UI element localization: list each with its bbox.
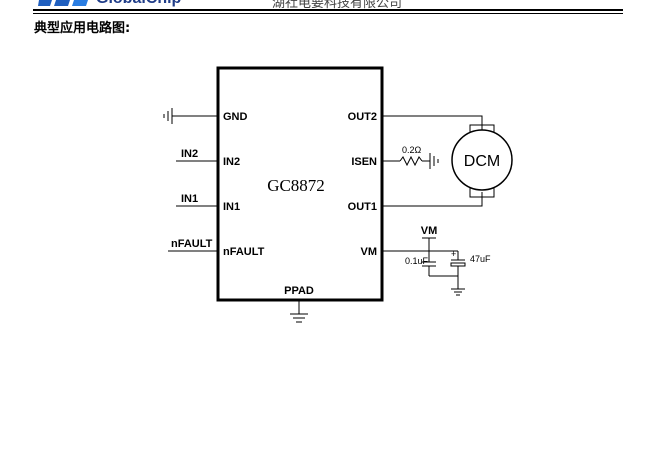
pin-label-nfault: nFAULT bbox=[223, 246, 265, 258]
pin-label-gnd: GND bbox=[223, 111, 248, 123]
bulk-cap-polarity-mark: + bbox=[451, 249, 456, 259]
signal-label-in1: IN1 bbox=[181, 193, 198, 205]
sense-resistor-symbol bbox=[399, 155, 423, 167]
pin-label-in1: IN1 bbox=[223, 201, 240, 213]
small-cap-value-label: 0.1uF bbox=[405, 256, 429, 266]
vm-supply-label: VM bbox=[421, 225, 438, 237]
bulk-cap-value-label: 47uF bbox=[470, 254, 491, 264]
brand-name: GlobalChip bbox=[96, 0, 181, 8]
pin-label-isen: ISEN bbox=[351, 156, 377, 168]
section-title: 典型应用电路图: bbox=[34, 21, 131, 36]
pin-label-out2: OUT2 bbox=[348, 111, 377, 123]
chip-name: GC8872 bbox=[267, 176, 325, 195]
out2-wire bbox=[382, 115, 483, 130]
company-name: 湖社电要科技有限公司 bbox=[272, 0, 403, 11]
signal-label-nfault: nFAULT bbox=[171, 238, 213, 250]
motor-label: DCM bbox=[464, 153, 500, 170]
motor-body bbox=[451, 129, 513, 191]
signal-label-in2: IN2 bbox=[181, 148, 198, 160]
pin-label-vm: VM bbox=[361, 246, 378, 258]
header-strip: GlobalChip 湖社电要科技有限公司 bbox=[0, 0, 648, 14]
company-logo-icon bbox=[38, 0, 88, 6]
pin-label-in2: IN2 bbox=[223, 156, 240, 168]
resistor-value-label: 0.2Ω bbox=[402, 145, 422, 155]
chip-body bbox=[216, 66, 384, 302]
bulk-cap-plate-bottom bbox=[450, 262, 466, 267]
header-divider bbox=[33, 9, 623, 11]
pin-label-out1: OUT1 bbox=[348, 201, 377, 213]
out1-wire bbox=[382, 192, 483, 207]
pin-label-ppad: PPAD bbox=[284, 285, 314, 297]
header-divider-thin bbox=[33, 13, 623, 14]
